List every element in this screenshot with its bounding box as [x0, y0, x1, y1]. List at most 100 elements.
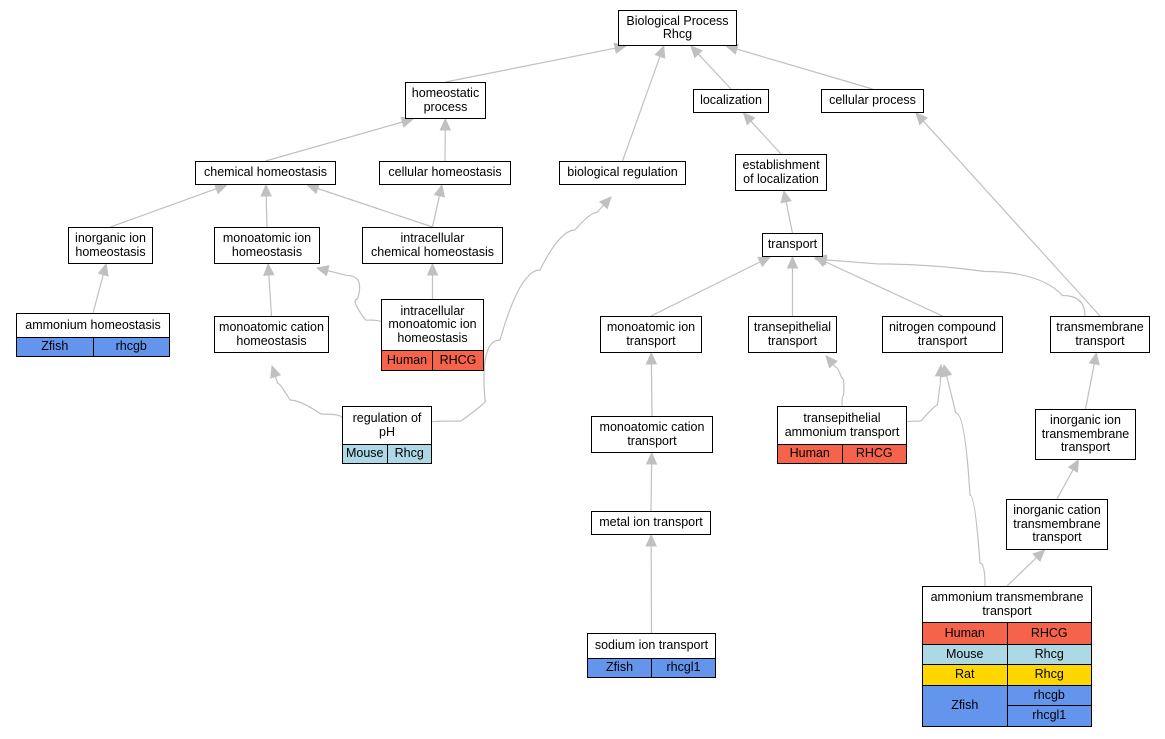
edge-inorganic-ion-transmembrane-transport-to-transmembrane-transport-arrowhead	[1088, 351, 1100, 366]
go-term-metal-ion-transport[interactable]: metal ion transport	[591, 511, 711, 535]
edge-cellular-process-to-biological-process	[736, 48, 873, 90]
edge-ammonium-transmembrane-transport-to-nitrogen-compound-transport-arrowhead	[941, 363, 953, 378]
gene-cell[interactable]: rhcgb	[115, 339, 147, 354]
gene-cell[interactable]: rhcgl1	[666, 660, 701, 675]
edge-biological-regulation-to-biological-process	[621, 56, 661, 162]
go-term-monoatomic-cation-homeostasis[interactable]: monoatomic cation homeostasis	[214, 316, 329, 353]
edge-nitrogen-compound-transport-to-transport	[824, 261, 943, 317]
go-term-label: ammonium homeostasis	[25, 317, 161, 332]
edge-transepithelial-ammonium-transport-to-transepithelial-transport	[832, 363, 845, 407]
go-term-inorganic-ion-transmembrane-transport[interactable]: inorganic ion transmembrane transport	[1035, 409, 1136, 460]
gene-cell[interactable]: RHCG	[1030, 625, 1068, 640]
edge-metal-ion-transport-to-monoatomic-cation-transport	[650, 463, 653, 512]
go-term-cellular-homeostasis[interactable]: cellular homeostasis	[379, 161, 511, 185]
go-term-monoatomic-ion-transport[interactable]: monoatomic ion transport	[600, 316, 702, 353]
edge-intracellular-chemical-homeostasis-to-cellular-homeostasis	[431, 195, 441, 228]
edge-intracellular-monoatomic-ion-homeostasis-to-intracellular-chemical-homeostasis-arrowhead	[426, 262, 439, 276]
edge-biological-regulation-to-biological-process-arrowhead	[654, 44, 666, 59]
go-term-localization[interactable]: localization	[693, 89, 769, 113]
go-term-label: inorganic ion transmembrane transport	[1041, 413, 1130, 455]
go-term-inorganic-ion-homeostasis[interactable]: inorganic ion homeostasis	[68, 227, 153, 264]
go-term-biological-process[interactable]: Biological Process Rhcg	[618, 10, 737, 46]
go-term-cellular-process[interactable]: cellular process	[821, 89, 924, 113]
gene-cell[interactable]: Rhcg	[1034, 667, 1064, 682]
gene-list: rhcgb	[94, 338, 170, 356]
go-term-label: inorganic ion homeostasis	[75, 231, 146, 259]
gene-list: Rhcg	[1008, 665, 1092, 685]
species-cell: Zfish	[923, 685, 1008, 726]
go-term-biological-regulation[interactable]: biological regulation	[559, 161, 686, 185]
gene-cell[interactable]: Rhcg	[1034, 646, 1064, 661]
species-cell: Human	[382, 351, 433, 370]
edge-cellular-homeostasis-to-homeostatic-process-arrowhead	[439, 117, 452, 131]
edge-ammonium-transmembrane-transport-to-inorganic-cation-transmembrane-transport-arrowhead	[1032, 549, 1046, 563]
edge-establishment-of-localization-to-localization	[750, 120, 782, 155]
gene-cell[interactable]: rhcgl1	[1007, 705, 1091, 726]
go-term-label: homeostatic process	[411, 86, 480, 114]
go-term-label: intracellular chemical homeostasis	[371, 231, 494, 259]
go-term-label: monoatomic cation transport	[599, 420, 705, 448]
edge-establishment-of-localization-to-localization-arrowhead	[742, 112, 756, 126]
gene-list: rhcgl1	[652, 659, 715, 677]
edge-localization-to-biological-process	[697, 53, 732, 90]
gene-cell[interactable]: rhcgb	[1033, 687, 1065, 702]
ortholog-row-zfish: Zfish rhcgb rhcgl1	[923, 684, 1091, 726]
ortholog-row-zfish: Zfish rhcgb	[17, 338, 169, 356]
gene-list: RHCG	[433, 351, 483, 370]
go-term-transport[interactable]: transport	[762, 233, 823, 257]
go-term-label: monoatomic ion transport	[606, 320, 696, 348]
species-cell: Rat	[923, 665, 1008, 685]
go-term-label: monoatomic cation homeostasis	[219, 320, 324, 348]
go-term-monoatomic-ion-homeostasis[interactable]: monoatomic ion homeostasis	[214, 227, 320, 264]
species-cell: Mouse	[343, 445, 388, 463]
edge-monoatomic-cation-homeostasis-to-monoatomic-ion-homeostasis	[268, 274, 273, 317]
species-cell: Human	[778, 445, 843, 463]
go-term-label: nitrogen compound transport	[888, 320, 997, 348]
go-term-label: Biological Process Rhcg	[626, 13, 729, 41]
edge-localization-to-biological-process-arrowhead	[690, 45, 703, 59]
edge-transepithelial-ammonium-transport-to-nitrogen-compound-transport	[906, 375, 942, 423]
species-cell: Zfish	[17, 338, 94, 356]
go-term-monoatomic-cation-transport[interactable]: monoatomic cation transport	[591, 416, 713, 453]
go-term-intracellular-monoatomic-ion-homeostasis[interactable]: intracellular monoatomic ion homeostasis…	[381, 299, 484, 371]
edge-sodium-ion-transport-to-metal-ion-transport-arrowhead	[645, 533, 657, 547]
go-term-homeostatic-process[interactable]: homeostatic process	[405, 82, 486, 119]
edge-monoatomic-cation-transport-to-monoatomic-ion-transport-arrowhead	[645, 351, 658, 365]
ortholog-row-human: Human RHCG	[923, 623, 1091, 644]
go-term-chemical-homeostasis[interactable]: chemical homeostasis	[195, 161, 336, 185]
gene-cell[interactable]: RHCG	[439, 352, 477, 367]
go-term-transmembrane-transport[interactable]: transmembrane transport	[1050, 316, 1150, 353]
gene-cell[interactable]: RHCG	[855, 446, 893, 461]
edge-monoatomic-ion-transport-to-transport-arrowhead	[757, 256, 772, 268]
edge-chemical-homeostasis-to-homeostatic-process	[265, 121, 403, 162]
go-term-nitrogen-compound-transport[interactable]: nitrogen compound transport	[882, 316, 1003, 353]
go-term-inorganic-cation-transmembrane-transport[interactable]: inorganic cation transmembrane transport	[1006, 499, 1108, 550]
edge-transport-to-establishment-of-localization	[785, 201, 794, 234]
go-term-intracellular-chemical-homeostasis[interactable]: intracellular chemical homeostasis	[362, 227, 503, 264]
ortholog-row-human: Human RHCG	[778, 445, 906, 463]
go-term-label: ammonium transmembrane transport	[930, 590, 1084, 618]
edge-metal-ion-transport-to-monoatomic-cation-transport-arrowhead	[645, 451, 658, 465]
edge-regulation-of-ph-to-monoatomic-cation-homeostasis	[274, 376, 343, 419]
go-term-transepithelial-transport[interactable]: transepithelial transport	[748, 316, 837, 353]
gene-cell[interactable]: Rhcg	[394, 446, 424, 461]
edge-inorganic-cation-transmembrane-transport-to-inorganic-ion-transmembrane-transport-arrowhead	[1067, 458, 1079, 473]
gene-list: Rhcg	[1008, 645, 1092, 665]
edge-transmembrane-transport-to-transport	[825, 259, 1086, 317]
go-term-establishment-of-localization[interactable]: establishment of localization	[735, 154, 827, 191]
go-term-label: transport	[767, 237, 818, 252]
edge-ammonium-homeostasis-to-inorganic-ion-homeostasis-arrowhead	[97, 262, 109, 277]
species-cell: Human	[923, 623, 1008, 644]
edge-transepithelial-transport-to-transport-arrowhead	[786, 255, 799, 269]
go-term-label: cellular homeostasis	[388, 165, 502, 180]
edge-inorganic-cation-transmembrane-transport-to-inorganic-ion-transmembrane-transport	[1056, 469, 1074, 500]
